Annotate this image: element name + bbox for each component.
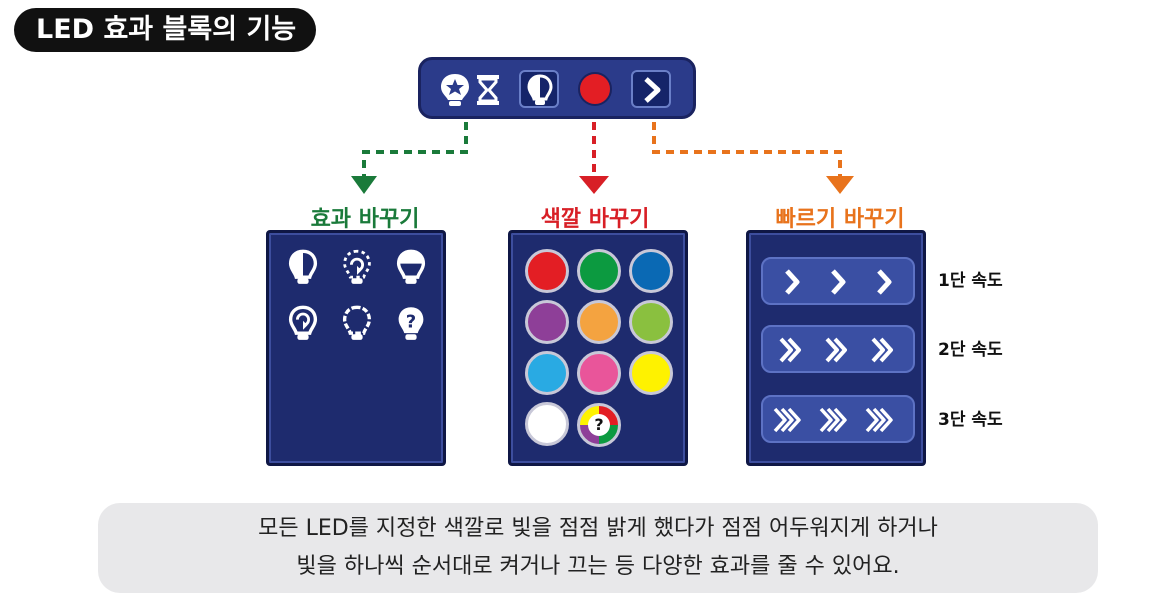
top-fill-bulb-icon[interactable] [395, 249, 427, 285]
color-swatch[interactable] [629, 249, 673, 293]
double-chevron-icon [779, 337, 893, 363]
random-color-swatch[interactable]: ? [577, 403, 621, 447]
description-line-1: 모든 LED를 지정한 색깔로 빛을 점점 밝게 했다가 점점 어두워지게 하거… [258, 516, 938, 541]
speed-level-1-label: 1단 속도 [938, 271, 1003, 291]
led-effect-block [418, 57, 696, 119]
effect-arrow-icon [351, 176, 377, 194]
color-heading: 색깔 바꾸기 [540, 207, 650, 232]
effect-panel: ? [266, 230, 446, 466]
svg-text:?: ? [406, 312, 416, 333]
speed-level-3-label: 3단 속도 [938, 410, 1003, 430]
color-swatch[interactable] [525, 249, 569, 293]
color-chip[interactable] [575, 70, 615, 108]
speed-level-1-button[interactable] [761, 257, 915, 305]
triple-chevron-icon [773, 407, 893, 433]
color-swatch[interactable] [577, 249, 621, 293]
color-panel: ? [508, 230, 688, 466]
random-color-label: ? [588, 414, 610, 436]
speed-level-2-label: 2단 속도 [938, 340, 1003, 360]
single-chevron-icon [785, 269, 892, 295]
color-swatch[interactable] [525, 402, 569, 446]
description-box: 모든 LED를 지정한 색깔로 빛을 점점 밝게 했다가 점점 어두워지게 하거… [98, 503, 1098, 593]
speed-heading: 빠르기 바꾸기 [775, 207, 905, 232]
color-swatch[interactable] [629, 300, 673, 344]
speed-level-3-button[interactable] [761, 395, 915, 443]
hourglass-icon [477, 75, 499, 105]
speed-arrow-icon [826, 176, 854, 194]
star-bulb-icon [441, 74, 469, 106]
speed-level-2-button[interactable] [761, 325, 915, 373]
dashed-rotate-bulb-icon[interactable] [341, 249, 373, 285]
red-circle-icon [578, 72, 612, 106]
color-arrow-icon [579, 176, 609, 194]
color-swatch[interactable] [525, 351, 569, 395]
color-swatch[interactable] [525, 300, 569, 344]
speed-panel [746, 230, 926, 466]
color-swatch[interactable] [577, 351, 621, 395]
color-swatch[interactable] [629, 351, 673, 395]
chevron-right-icon [644, 77, 661, 103]
description-line-2: 빛을 하나씩 순서대로 켜거나 끄는 등 다양한 효과를 줄 수 있어요. [296, 554, 900, 579]
half-bulb-icon [527, 74, 553, 105]
question-bulb-icon[interactable]: ? [395, 305, 427, 341]
rotate-bulb-icon[interactable] [287, 305, 319, 341]
effect-chip[interactable] [519, 70, 559, 108]
speed-chip[interactable] [631, 70, 671, 108]
page-title: LED 효과 블록의 기능 [14, 8, 317, 52]
sparkle-bulb-icon[interactable] [341, 305, 373, 341]
color-swatch[interactable] [577, 300, 621, 344]
half-bulb-icon[interactable] [287, 249, 319, 285]
effect-heading: 효과 바꾸기 [310, 207, 420, 232]
